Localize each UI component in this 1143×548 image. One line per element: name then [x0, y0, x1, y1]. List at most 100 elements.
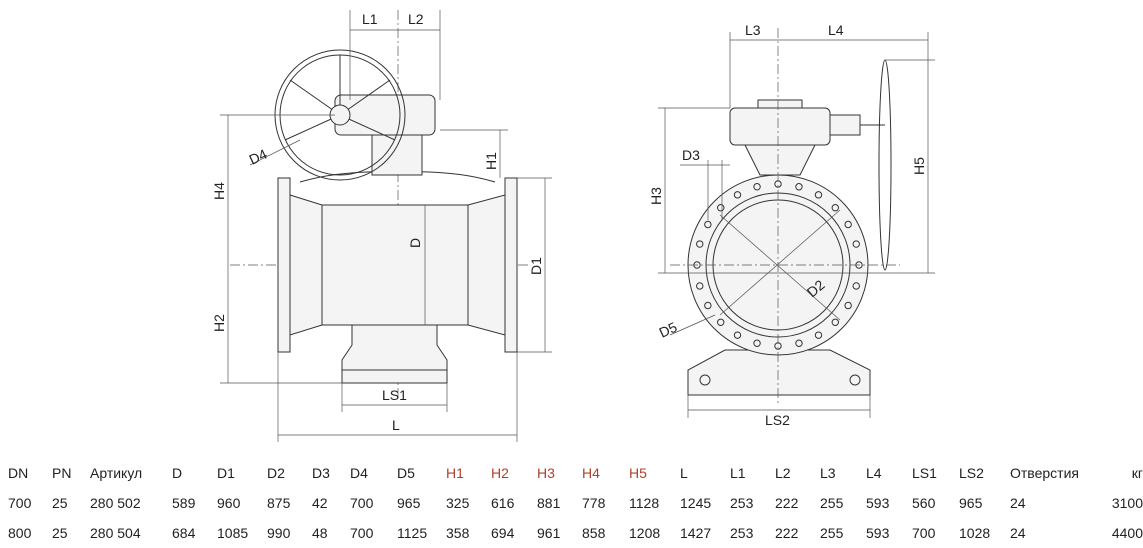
table-cell: 1028: [959, 525, 991, 541]
column-header: D1: [217, 465, 235, 481]
table-cell: 800: [8, 525, 32, 541]
table-cell: 48: [312, 525, 328, 541]
bolt-hole: [852, 282, 860, 290]
column-header: D3: [312, 465, 330, 481]
column-header: LS1: [912, 465, 937, 481]
table-cell: 222: [775, 495, 799, 511]
bolt-hole: [844, 301, 852, 310]
table-cell: 325: [446, 495, 470, 511]
handwheel-side: [878, 59, 892, 271]
column-header: H2: [491, 465, 509, 481]
bolt-hole: [696, 282, 704, 290]
bolt-hole: [733, 191, 742, 199]
bolt-hole: [795, 339, 803, 347]
column-header: H1: [446, 465, 464, 481]
valve-drawing: L1 L2 D4 H4 H2 H1 D D1 LS1 L: [211, 10, 935, 442]
table-cell: 1208: [629, 525, 661, 541]
column-header: Артикул: [90, 465, 143, 481]
bolt-hole: [696, 240, 704, 248]
label-D1: D1: [528, 257, 544, 275]
bolt-hole: [753, 339, 761, 347]
label-D4: D4: [247, 146, 270, 168]
table-cell: 1245: [680, 495, 712, 511]
table-cell: 222: [775, 525, 799, 541]
table-cell: 280 502: [90, 495, 141, 511]
stand: [341, 324, 448, 384]
label-LS1: LS1: [382, 387, 407, 403]
table-cell: 253: [730, 525, 754, 541]
bolt-hole: [831, 318, 839, 326]
column-header: PN: [52, 465, 72, 481]
label-L2: L2: [408, 11, 424, 27]
label-D3: D3: [682, 147, 700, 163]
table-cell: 778: [582, 495, 606, 511]
table-cell: 4400: [1111, 525, 1143, 541]
column-header: H5: [629, 465, 647, 481]
column-header: D2: [267, 465, 285, 481]
table-cell: 700: [350, 495, 374, 511]
table-cell: 700: [912, 525, 936, 541]
label-L4: L4: [828, 22, 844, 38]
table-cell: 1125: [397, 525, 428, 541]
right-flange: [504, 177, 518, 353]
table-cell: 965: [397, 495, 421, 511]
bolt-hole: [717, 318, 725, 326]
label-LS2: LS2: [765, 412, 790, 428]
table-cell: 700: [8, 495, 32, 511]
table-cell: 255: [820, 495, 844, 511]
column-header: L1: [730, 465, 746, 481]
table-cell: 25: [52, 495, 68, 511]
column-header: H3: [537, 465, 555, 481]
label-L1: L1: [362, 11, 378, 27]
table-cell: 560: [912, 495, 936, 511]
bolt-hole: [814, 331, 823, 339]
table-cell: 255: [820, 525, 844, 541]
table-cell: 684: [172, 525, 196, 541]
column-header: LS2: [959, 465, 984, 481]
front-view: L3 L4 D3 H3 H5 D2 D5 LS2: [648, 22, 935, 428]
bolt-hole: [852, 240, 860, 248]
table-cell: 858: [582, 525, 606, 541]
bolt-hole: [704, 220, 712, 229]
bolt-hole: [733, 331, 742, 339]
table-cell: 593: [866, 525, 890, 541]
table-cell: 1128: [629, 495, 660, 511]
table-cell: 280 504: [90, 525, 141, 541]
table-cell: 24: [1010, 495, 1026, 511]
label-H5: H5: [911, 157, 927, 175]
label-D: D: [407, 238, 423, 248]
left-flange: [277, 177, 291, 353]
column-header: L3: [820, 465, 836, 481]
table-cell: 3100: [1111, 495, 1143, 511]
label-L: L: [392, 417, 400, 433]
table-cell: 875: [267, 495, 291, 511]
table-cell: 42: [312, 495, 328, 511]
table-cell: 358: [446, 525, 470, 541]
bolt-hole: [753, 183, 761, 191]
bolt-hole: [844, 220, 852, 229]
side-view: L1 L2 D4 H4 H2 H1 D D1 LS1 L: [211, 10, 552, 442]
table-cell: 616: [491, 495, 515, 511]
bolt-hole: [704, 301, 712, 310]
label-H4: H4: [211, 182, 227, 200]
bolt-hole: [814, 191, 823, 199]
column-header: кг: [1131, 465, 1143, 481]
table-cell: 700: [350, 525, 374, 541]
column-header: L2: [775, 465, 791, 481]
table-cell: 881: [537, 495, 561, 511]
table-cell: 990: [267, 525, 291, 541]
table-cell: 593: [866, 495, 890, 511]
column-header: H4: [582, 465, 600, 481]
stand-base: [687, 349, 871, 396]
label-L3: L3: [745, 22, 761, 38]
label-D5: D5: [657, 319, 680, 341]
column-header: L: [680, 465, 688, 481]
column-header: D: [172, 465, 183, 481]
column-header: DN: [8, 465, 29, 481]
table-cell: 253: [730, 495, 754, 511]
table-cell: 589: [172, 495, 196, 511]
